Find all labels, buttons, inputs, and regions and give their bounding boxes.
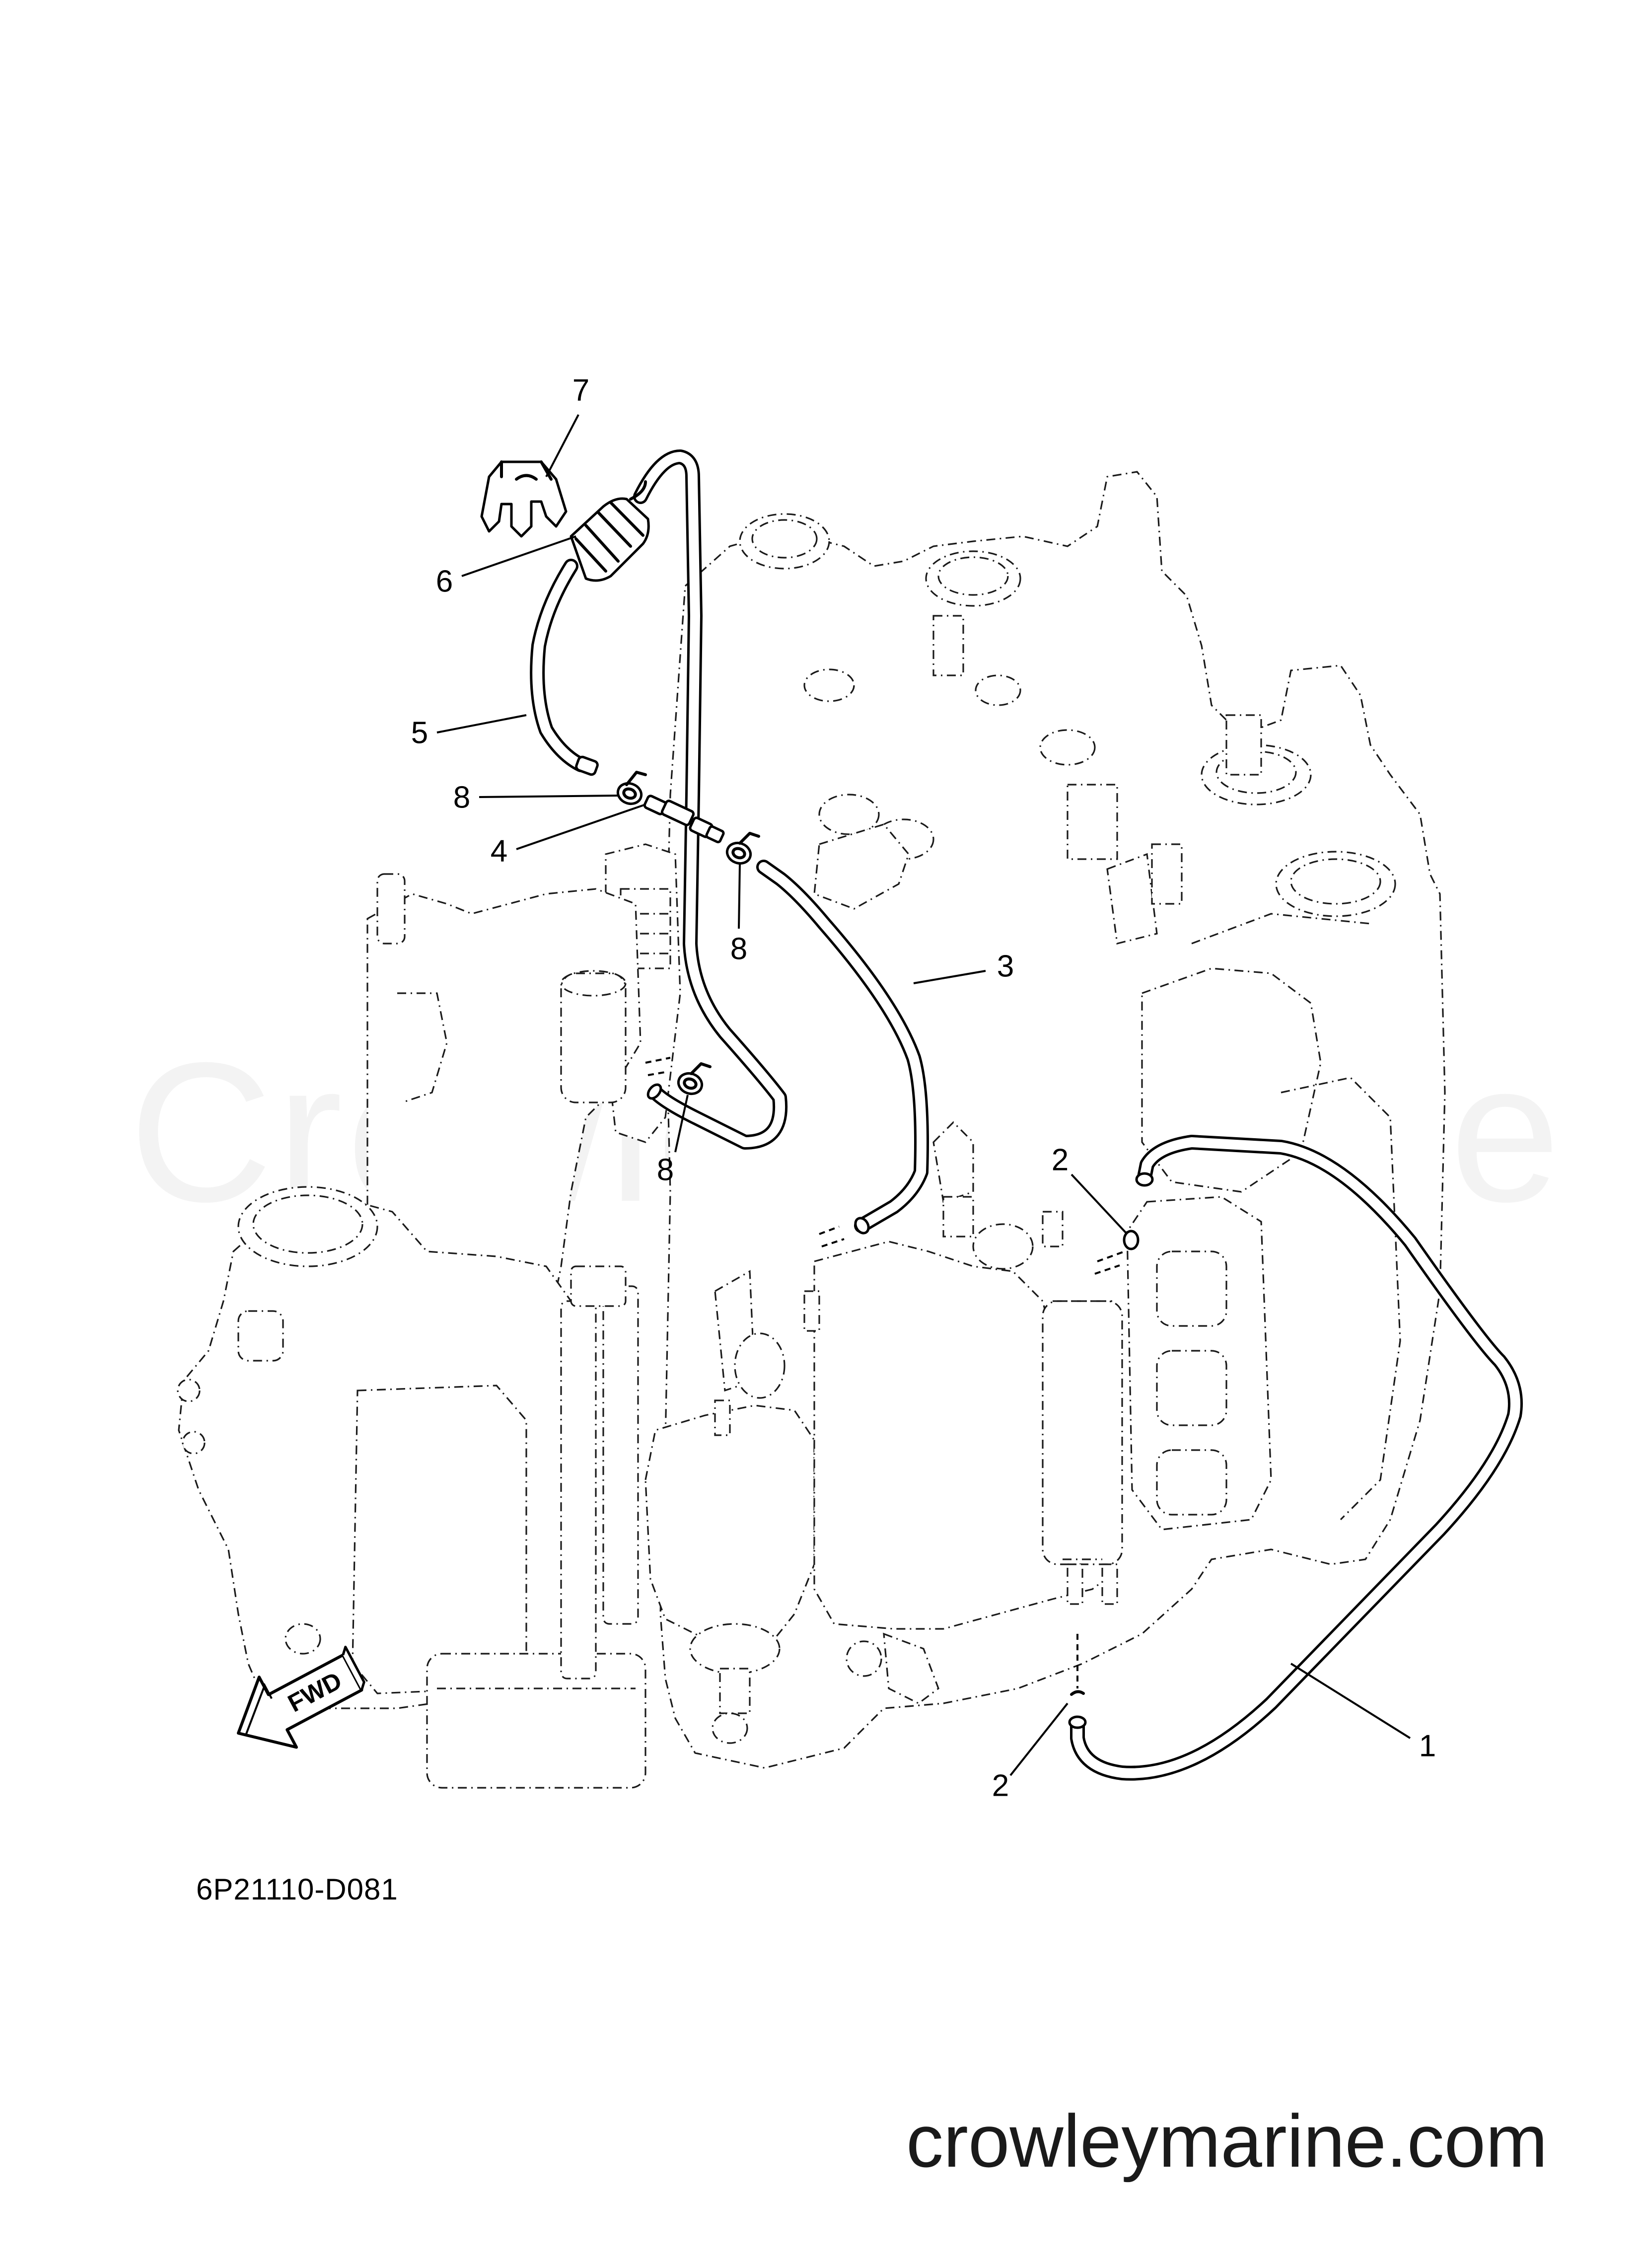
part-3-hose[interactable] (756, 860, 929, 1247)
callout-numbers: 1 2 2 3 4 5 6 7 8 8 8 (411, 373, 1436, 1803)
callout-3[interactable]: 3 (997, 949, 1014, 983)
part-2-clip-lower[interactable] (1070, 1634, 1085, 1696)
part-8-clamp-lower[interactable] (645, 1057, 712, 1097)
callout-5[interactable]: 5 (411, 716, 428, 750)
part-2-clip-upper[interactable] (1094, 1230, 1140, 1275)
callout-8-lower[interactable]: 8 (657, 1153, 674, 1187)
callout-6[interactable]: 6 (436, 564, 453, 598)
part-5-hose[interactable] (530, 449, 788, 1150)
part-4-joint[interactable] (643, 795, 725, 844)
engine-block-outline (177, 471, 1446, 1789)
callout-8-upper[interactable]: 8 (453, 780, 470, 814)
callout-1[interactable]: 1 (1419, 1729, 1436, 1763)
callout-8-middle[interactable]: 8 (730, 932, 747, 966)
leader-lines (436, 414, 1411, 1776)
part-8-clamp-upper[interactable] (615, 771, 647, 807)
callout-4[interactable]: 4 (491, 834, 507, 868)
part-6-sleeve[interactable] (570, 480, 650, 582)
part-8-clamp-middle[interactable] (724, 832, 760, 867)
callout-2-lower[interactable]: 2 (992, 1768, 1009, 1803)
callout-2-upper[interactable]: 2 (1052, 1143, 1069, 1177)
site-url[interactable]: crowleymarine.com (906, 2099, 1548, 2183)
part-7-clip-bracket[interactable] (480, 460, 568, 538)
drawing-code: 6P21110-D081 (196, 1873, 398, 1906)
part-1-hose[interactable] (1068, 1135, 1523, 1781)
callout-7[interactable]: 7 (572, 373, 589, 407)
